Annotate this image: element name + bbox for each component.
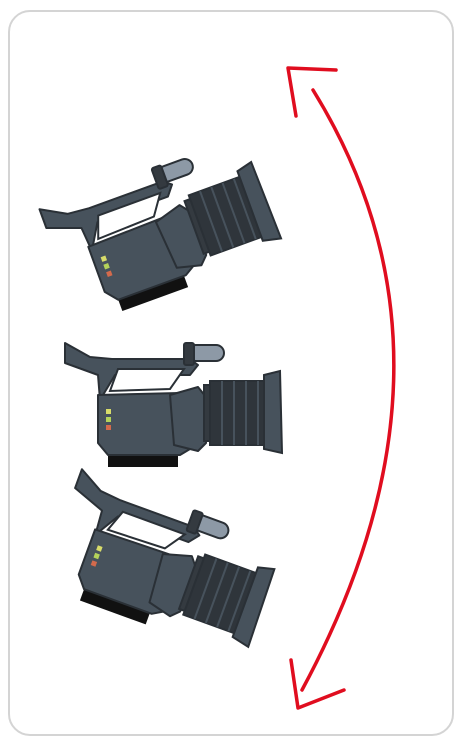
camera-tilt-up <box>38 134 287 327</box>
camera-tilt-down <box>38 468 287 661</box>
camera-level <box>64 342 283 468</box>
curved-double-arrow-icon <box>286 66 396 710</box>
